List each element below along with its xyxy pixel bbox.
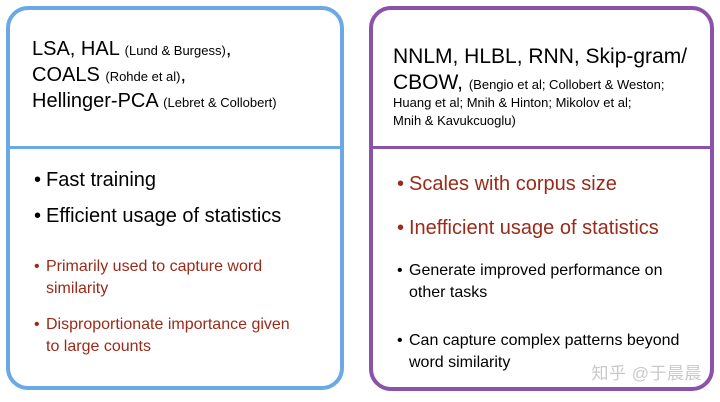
bullet-text: Inefficient usage of statistics bbox=[409, 217, 659, 239]
bullet-text: Efficient usage of statistics bbox=[46, 205, 282, 227]
citation: (Bengio et al; Collobert & Weston; bbox=[468, 77, 665, 92]
bullet-dot: • bbox=[397, 332, 403, 349]
method-names: NNLM, HLBL, RNN, Skip-gram/ bbox=[393, 45, 688, 68]
separator: , bbox=[225, 38, 232, 60]
method-names: Hellinger-PCA bbox=[32, 90, 164, 112]
citation: Mnih & Kavukcuoglu) bbox=[393, 113, 516, 128]
bullet-text: Disproportionate importance given to lar… bbox=[46, 316, 290, 355]
method-names: COALS bbox=[32, 64, 106, 86]
bullet-dot: • bbox=[397, 173, 405, 195]
bullet-text: Generate improved performance on other t… bbox=[409, 262, 663, 301]
left-panel-divider bbox=[10, 146, 340, 149]
left-panel-count-based: LSA, HAL (Lund & Burgess), COALS (Rohde … bbox=[6, 6, 344, 390]
bullet-dot: • bbox=[34, 258, 40, 275]
watermark: 知乎 @于晨晨 bbox=[591, 364, 702, 383]
right-header-line2: CBOW, (Bengio et al; Collobert & Weston; bbox=[393, 70, 664, 95]
bullet-dot: • bbox=[34, 205, 42, 227]
left-bullet-1: • Fast training bbox=[34, 168, 334, 192]
citation: (Lund & Burgess) bbox=[124, 43, 226, 58]
right-bullet-4: • Can capture complex patterns beyond wo… bbox=[397, 330, 687, 374]
right-panel-prediction-based: NNLM, HLBL, RNN, Skip-gram/ CBOW, (Bengi… bbox=[369, 6, 714, 391]
bullet-text: Fast training bbox=[46, 169, 157, 191]
left-header-line1: LSA, HAL (Lund & Burgess), bbox=[32, 38, 231, 62]
right-bullet-1: • Scales with corpus size bbox=[397, 172, 697, 196]
citation: (Rohde et al) bbox=[105, 69, 181, 84]
right-panel-divider bbox=[373, 146, 710, 149]
right-header-line4: Mnih & Kavukcuoglu) bbox=[393, 112, 516, 130]
method-names: CBOW, bbox=[393, 71, 469, 94]
bullet-dot: • bbox=[397, 217, 405, 239]
separator: , bbox=[180, 64, 187, 86]
left-header-line3: Hellinger-PCA (Lebret & Collobert) bbox=[32, 90, 277, 114]
right-bullet-2: • Inefficient usage of statistics bbox=[397, 216, 697, 240]
bullet-text: Can capture complex patterns beyond word… bbox=[409, 332, 680, 371]
left-bullet-2: • Efficient usage of statistics bbox=[34, 204, 334, 228]
citation: Huang et al; Mnih & Hinton; Mikolov et a… bbox=[393, 95, 632, 110]
bullet-text: Scales with corpus size bbox=[409, 173, 617, 195]
bullet-dot: • bbox=[34, 316, 40, 333]
bullet-text: Primarily used to capture word similarit… bbox=[46, 258, 263, 297]
right-header-line3: Huang et al; Mnih & Hinton; Mikolov et a… bbox=[393, 94, 631, 112]
citation: (Lebret & Collobert) bbox=[163, 95, 277, 110]
left-bullet-4: • Disproportionate importance given to l… bbox=[34, 314, 304, 358]
bullet-dot: • bbox=[397, 262, 403, 279]
right-header-line1: NNLM, HLBL, RNN, Skip-gram/ bbox=[393, 44, 687, 69]
bullet-dot: • bbox=[34, 169, 42, 191]
left-bullet-3: • Primarily used to capture word similar… bbox=[34, 256, 324, 300]
left-header-line2: COALS (Rohde et al), bbox=[32, 64, 186, 88]
right-bullet-3: • Generate improved performance on other… bbox=[397, 260, 687, 304]
method-names: LSA, HAL bbox=[32, 38, 125, 60]
